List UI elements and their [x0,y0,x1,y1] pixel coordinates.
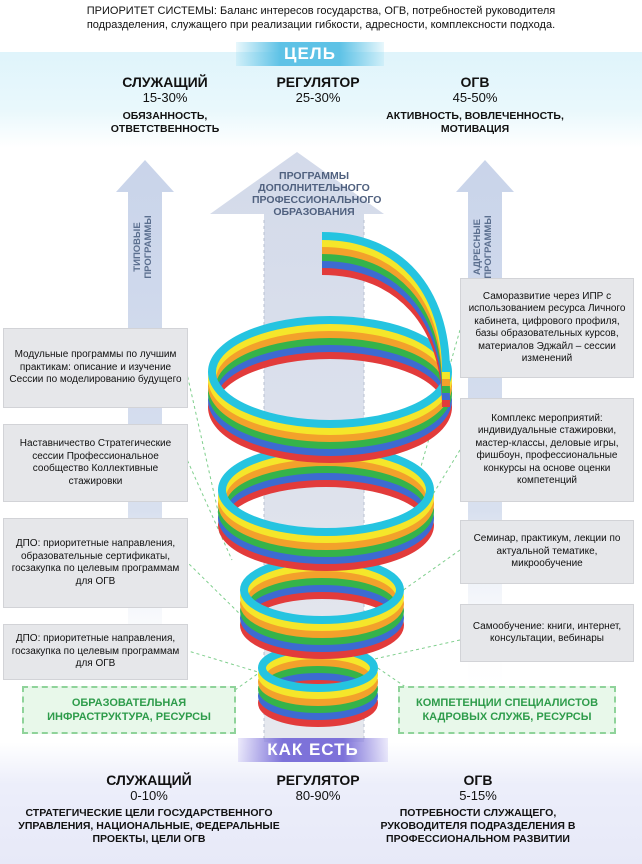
goal-ogv-role: ОГВ [460,74,490,90]
right-box-4: Самообучение: книги, интернет, консульта… [460,604,634,662]
connector-lines [184,329,461,691]
goal-regulator-role: РЕГУЛЯТОР [276,74,360,90]
goal-employee-pct: 15-30% [142,90,188,105]
goal-regulator: РЕГУЛЯТОР 25-30% [258,74,378,106]
goal-ogv-desc: АКТИВНОСТЬ, ВОВЛЕЧЕННОСТЬ, МОТИВАЦИЯ [386,110,564,135]
goal-employee-desc: ОБЯЗАННОСТЬ, ОТВЕТСТВЕННОСТЬ [110,110,220,135]
header-line-2: подразделения, служащего при реализации … [86,19,556,31]
spiral-ring-2 [240,556,404,659]
goal-tag: ЦЕЛЬ [236,42,384,66]
right-box-2: Комплекс мероприятий: индивидуальные ста… [460,398,634,502]
spiral-ring-1 [258,644,378,727]
current-employee-desc: СТРАТЕГИЧЕСКИЕ ЦЕЛИ ГОСУДАРСТВЕННОГО УПР… [18,807,280,845]
current-band [0,742,642,864]
goal-ogv: ОГВ 45-50% АКТИВНОСТЬ, ВОВЛЕЧЕННОСТЬ, МО… [375,74,575,136]
current-ogv-role: ОГВ [463,772,493,788]
goal-band [0,52,642,148]
goal-regulator-pct: 25-30% [295,90,341,105]
current-employee-role: СЛУЖАЩИЙ [106,772,192,788]
educational-infrastructure-box: ОБРАЗОВАТЕЛЬНАЯ ИНФРАСТРУКТУРА, РЕСУРСЫ [22,686,236,734]
right-box-3: Семинар, практикум, лекции по актуальной… [460,520,634,584]
current-ogv-desc: ПОТРЕБНОСТИ СЛУЖАЩЕГО, РУКОВОДИТЕЛЯ ПОДР… [380,807,576,845]
current-ogv: ОГВ 5-15% ПОТРЕБНОСТИ СЛУЖАЩЕГО, РУКОВОД… [368,772,588,846]
left-box-1: Модульные программы по лучшим практикам:… [3,328,188,408]
spiral-tail-band [321,232,450,373]
current-regulator-pct: 80-90% [295,788,341,803]
current-regulator: РЕГУЛЯТОР 80-90% [258,772,378,804]
current-employee: СЛУЖАЩИЙ 0-10% СТРАТЕГИЧЕСКИЕ ЦЕЛИ ГОСУД… [8,772,290,846]
spiral-tail [321,232,450,408]
right-box-1: Саморазвитие через ИПР с использованием … [460,278,634,378]
current-employee-pct: 0-10% [130,788,168,803]
header-line-1: ПРИОРИТЕТ СИСТЕМЫ: Баланс интересов госу… [86,5,556,17]
current-ogv-pct: 5-15% [459,788,497,803]
goal-employee-role: СЛУЖАЩИЙ [122,74,208,90]
left-box-4: ДПО: приоритетные направления, госзакупк… [3,624,188,680]
system-priority-header: ПРИОРИТЕТ СИСТЕМЫ: Баланс интересов госу… [20,4,622,32]
left-box-2: Наставничество Стратегические сессии Про… [3,424,188,502]
typical-programs-label: ТИПОВЫЕ ПРОГРАММЫ [132,215,154,279]
goal-employee: СЛУЖАЩИЙ 15-30% ОБЯЗАННОСТЬ, ОТВЕТСТВЕНН… [70,74,260,136]
goal-ogv-pct: 45-50% [452,90,498,105]
left-box-3: ДПО: приоритетные направления, образоват… [3,518,188,608]
dpo-programs-label: ПРОГРАММЫ ДОПОЛНИТЕЛЬНОГО ПРОФЕССИОНАЛЬН… [252,170,382,218]
hr-competencies-box: КОМПЕТЕНЦИИ СПЕЦИАЛИСТОВ КАДРОВЫХ СЛУЖБ,… [398,686,616,734]
current-tag: КАК ЕСТЬ [238,738,388,762]
current-regulator-role: РЕГУЛЯТОР [276,772,360,788]
spiral-icon [208,232,452,727]
